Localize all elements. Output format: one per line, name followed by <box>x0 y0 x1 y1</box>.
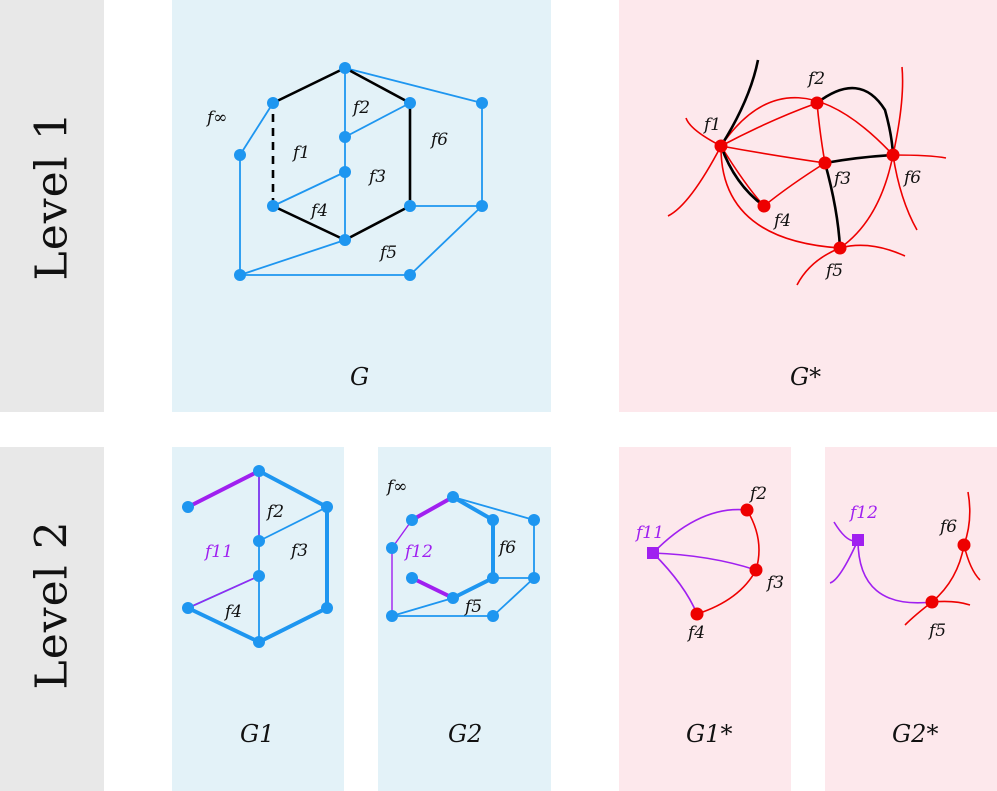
vertex <box>234 269 246 281</box>
dual-vertex <box>749 563 763 577</box>
dual-vertex <box>690 607 704 621</box>
dual-label-f1-2: f12 <box>848 503 878 523</box>
dual-vertex <box>757 199 771 213</box>
dual-vertex <box>957 538 971 552</box>
face-label-f6: f6 <box>497 538 516 558</box>
vertex <box>528 572 540 584</box>
vertex <box>253 535 265 547</box>
face-label-f4: f4 <box>223 602 242 622</box>
dual-label-f2: f2 <box>806 69 825 89</box>
caption-G-star: G* <box>790 363 821 391</box>
vertex <box>182 501 194 513</box>
face-label-f6: f6 <box>429 130 448 150</box>
vertex <box>447 491 459 503</box>
vertex <box>476 200 488 212</box>
dual-vertex <box>810 96 824 110</box>
dual-label-f2: f2 <box>748 484 767 504</box>
graph-G: f∞ f1 f2 f3 f4 f5 f6 G <box>205 62 488 391</box>
dual-label-f5: f5 <box>927 621 946 641</box>
graph-G2-star: f12 f6 f5 G2* <box>829 491 981 748</box>
vertex <box>339 131 351 143</box>
vertex <box>321 501 333 513</box>
vertex <box>528 514 540 526</box>
graph-G-star: f1 f2 f3 f4 f5 f6 G* <box>667 59 947 391</box>
merged-face-node <box>647 547 659 559</box>
vertex <box>267 97 279 109</box>
vertex <box>406 514 418 526</box>
vertex <box>476 97 488 109</box>
vertex <box>339 234 351 246</box>
face-label-f1-2: f12 <box>403 542 433 562</box>
face-label-f5: f5 <box>378 243 397 263</box>
level-1-band <box>0 0 104 412</box>
vertex <box>267 200 279 212</box>
face-label-f-inf: f∞ <box>385 477 407 497</box>
vertex <box>253 465 265 477</box>
face-label-f2: f2 <box>351 98 370 118</box>
dual-label-f1: f1 <box>702 115 721 135</box>
dual-label-f4: f4 <box>772 211 791 231</box>
graph-G1-star: f11 f2 f3 f4 G1* <box>634 484 784 748</box>
panel-G1 <box>172 447 344 791</box>
dual-label-f1-1: f11 <box>634 523 664 543</box>
dual-vertex <box>833 241 847 255</box>
face-label-f3: f3 <box>289 541 308 561</box>
vertex <box>447 592 459 604</box>
vertex <box>404 97 416 109</box>
caption-G1: G1 <box>240 720 274 748</box>
dual-label-f6: f6 <box>938 517 957 537</box>
caption-G: G <box>350 363 369 391</box>
caption-G2: G2 <box>448 720 482 748</box>
vertex <box>321 602 333 614</box>
dual-label-f3: f3 <box>765 573 784 593</box>
face-label-f4: f4 <box>309 201 328 221</box>
vertex <box>404 200 416 212</box>
vertex <box>487 514 499 526</box>
merged-face-node <box>852 534 864 546</box>
vertex <box>386 542 398 554</box>
dual-vertex <box>886 148 900 162</box>
dual-vertex <box>925 595 939 609</box>
vertex <box>406 572 418 584</box>
caption-G2-star: G2* <box>892 720 938 748</box>
face-label-f2: f2 <box>265 502 284 522</box>
vertex <box>182 602 194 614</box>
caption-G1-star: G1* <box>686 720 732 748</box>
face-label-f-inf: f∞ <box>205 108 227 128</box>
vertex <box>253 636 265 648</box>
graph-G1: f2 f3 f4 f11 G1 <box>182 465 333 748</box>
dual-vertex <box>714 139 728 153</box>
graph-G2: f∞ f6 f5 f12 G2 <box>385 477 540 748</box>
vertex <box>404 269 416 281</box>
dual-label-f4: f4 <box>686 623 705 643</box>
face-label-f5: f5 <box>463 597 482 617</box>
dual-vertex <box>818 156 832 170</box>
vertex <box>386 610 398 622</box>
level-2-band <box>0 447 104 791</box>
panel-G1-star <box>619 447 791 791</box>
vertex <box>339 62 351 74</box>
vertex <box>253 570 265 582</box>
vertex <box>487 572 499 584</box>
face-label-f1-1: f11 <box>203 542 233 562</box>
face-label-f3: f3 <box>367 167 386 187</box>
vertex <box>487 610 499 622</box>
dual-label-f6: f6 <box>902 168 921 188</box>
dual-label-f5: f5 <box>824 261 843 281</box>
vertex <box>234 149 246 161</box>
face-label-f1: f1 <box>291 143 310 163</box>
dual-vertex <box>740 503 754 517</box>
vertex <box>339 166 351 178</box>
dual-label-f3: f3 <box>832 169 851 189</box>
